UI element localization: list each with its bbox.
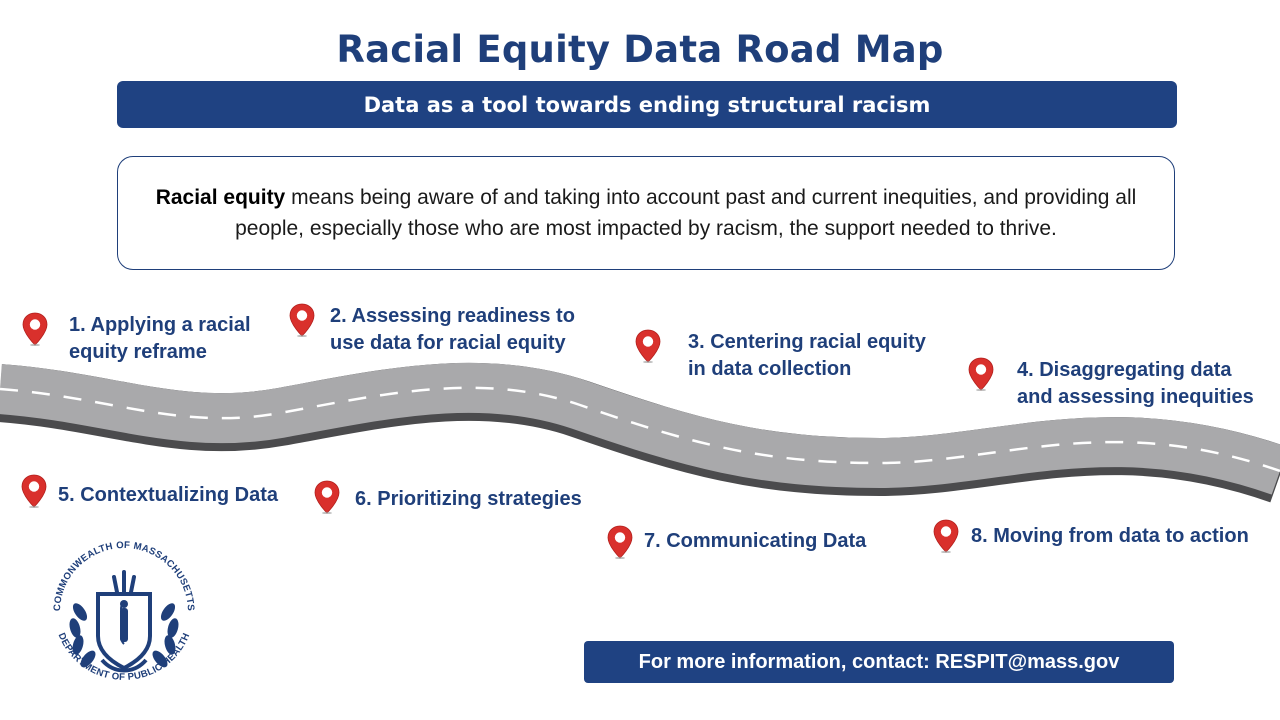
step-label-line1: 2. Assessing readiness to xyxy=(330,305,575,327)
road-step-1: 1. Applying a racial equity reframe xyxy=(21,312,251,366)
map-pin-icon xyxy=(20,474,48,508)
definition-box: Racial equity means being aware of and t… xyxy=(117,156,1175,270)
map-pin-icon xyxy=(288,303,316,337)
map-pin-icon xyxy=(606,525,634,559)
road-illustration xyxy=(0,362,1280,503)
map-pin-icon xyxy=(21,312,49,346)
massachusetts-dph-seal: COMMONWEALTH OF MASSACHUSETTS DEPARTMENT… xyxy=(52,540,196,683)
road-step-4: 4. Disaggregating data and assessing ine… xyxy=(967,357,1254,411)
step-label-line2: use data for racial equity xyxy=(330,332,566,354)
step-label-line1: 4. Disaggregating data xyxy=(1017,359,1232,381)
road-step-7: 7. Communicating Data xyxy=(606,525,866,559)
subtitle-banner: Data as a tool towards ending structural… xyxy=(117,81,1177,128)
map-pin-icon xyxy=(313,480,341,514)
step-label-line2: equity reframe xyxy=(69,341,207,363)
definition-body: means being aware of and taking into acc… xyxy=(235,186,1137,240)
contact-banner: For more information, contact: RESPIT@ma… xyxy=(584,641,1174,683)
map-pin-icon xyxy=(932,519,960,553)
road-step-3: 3. Centering racial equity in data colle… xyxy=(634,329,926,383)
road-step-2: 2. Assessing readiness to use data for r… xyxy=(288,303,575,357)
step-label: 5. Contextualizing Data xyxy=(58,484,279,506)
subtitle-text: Data as a tool towards ending structural… xyxy=(363,92,931,117)
map-pin-icon xyxy=(967,357,995,391)
page-title: Racial Equity Data Road Map xyxy=(336,28,944,71)
step-label: 6. Prioritizing strategies xyxy=(355,488,582,510)
road-step-6: 6. Prioritizing strategies xyxy=(313,480,582,514)
map-pin-icon xyxy=(634,329,662,363)
definition-term: Racial equity xyxy=(155,186,286,209)
road-step-5: 5. Contextualizing Data xyxy=(20,474,278,509)
step-label-line1: 3. Centering racial equity xyxy=(688,331,926,353)
step-label-line2: in data collection xyxy=(688,358,852,380)
definition-text: Racial equity means being aware of and t… xyxy=(132,182,1160,244)
road-step-8: 8. Moving from data to action xyxy=(932,519,1249,553)
step-label-line2: and assessing inequities xyxy=(1017,386,1254,408)
step-label: 7. Communicating Data xyxy=(644,530,867,552)
step-label-line1: 1. Applying a racial xyxy=(69,314,251,336)
step-label: 8. Moving from data to action xyxy=(971,525,1249,547)
contact-text: For more information, contact: RESPIT@ma… xyxy=(638,650,1120,673)
